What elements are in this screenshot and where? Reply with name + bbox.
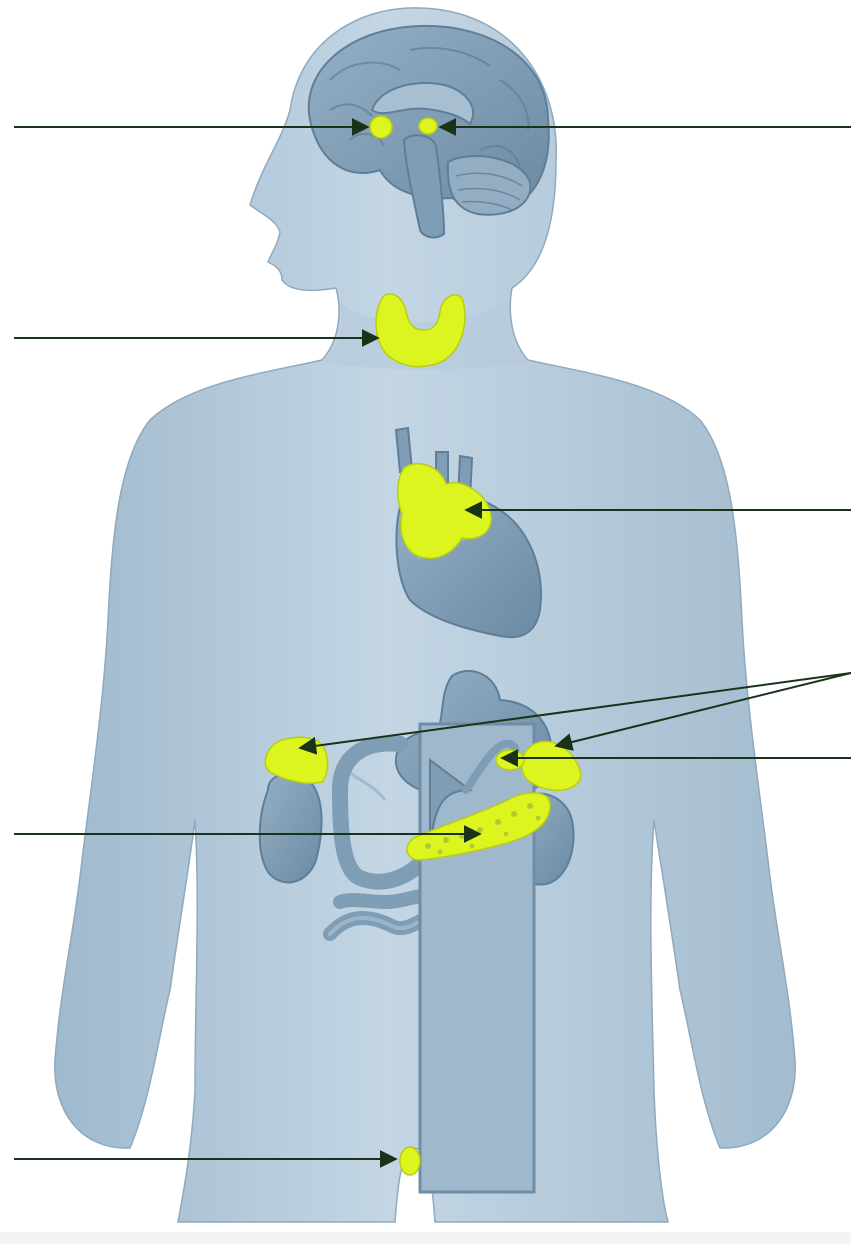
bottom-strip (0, 1232, 851, 1244)
pituitary-gland (370, 116, 392, 138)
testis (400, 1147, 420, 1175)
pineal-gland (419, 118, 437, 134)
ovary (496, 750, 524, 770)
reproductive-inset (420, 724, 534, 1192)
liver (260, 774, 322, 882)
